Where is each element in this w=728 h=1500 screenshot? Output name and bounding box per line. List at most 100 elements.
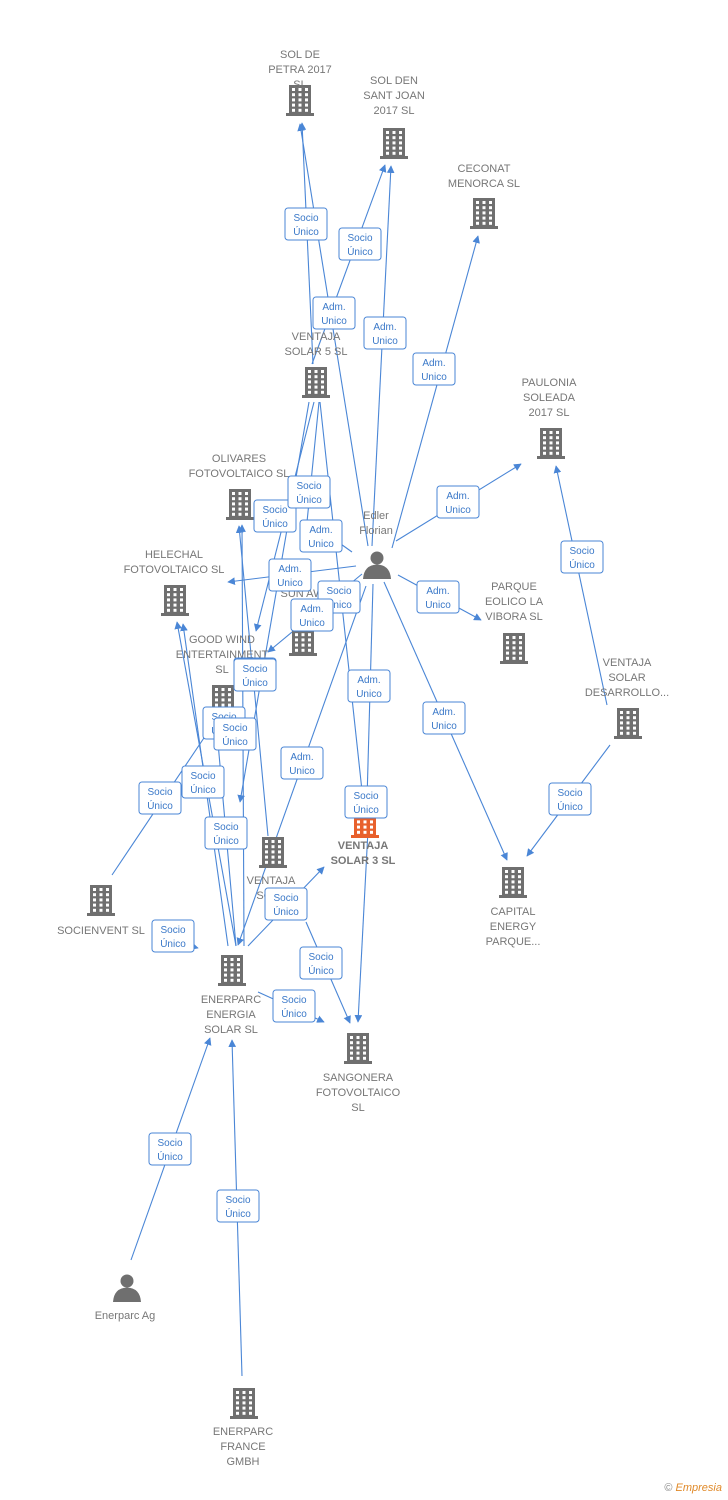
node-label: 2017 SL: [529, 407, 570, 419]
relation-label-box: [412, 352, 456, 386]
relation-label-box: [548, 782, 592, 816]
building-icon: [614, 708, 642, 739]
edge-labels-layer: SocioÚnicoSocioÚnicoAdm.UnicoAdm.UnicoAd…: [138, 207, 604, 1223]
relation-label[interactable]: Adm.Unico: [299, 519, 343, 553]
relation-label[interactable]: Adm.Unico: [412, 352, 456, 386]
relation-edge: [391, 235, 480, 549]
node-socienvent[interactable]: SOCIENVENT SL: [57, 885, 145, 937]
node-label: MENORCA SL: [448, 178, 520, 190]
node-label: PARQUE: [491, 581, 537, 593]
relation-label[interactable]: Adm.Unico: [280, 746, 324, 780]
building-icon: [87, 885, 115, 916]
relation-label-box: [138, 781, 182, 815]
relation-label-line: Adm.: [357, 675, 380, 686]
relation-label-box: [299, 519, 343, 553]
node-label: PETRA 2017: [268, 64, 332, 76]
node-label: FOTOVOLTAICO SL: [124, 564, 225, 576]
building-icon: [218, 955, 246, 986]
relation-label-line: Socio: [190, 771, 215, 782]
relation-label[interactable]: Adm.Unico: [363, 316, 407, 350]
node-label: HELECHAL: [145, 549, 203, 561]
node-label: VIBORA SL: [485, 611, 542, 623]
relation-label[interactable]: Adm.Unico: [416, 580, 460, 614]
node-label: VENTAJA: [338, 840, 389, 852]
building-icon: [537, 428, 565, 459]
relation-label-line: Adm.: [426, 586, 449, 597]
relation-label-line: Socio: [557, 788, 582, 799]
node-label: ENERGIA: [206, 1009, 256, 1021]
relation-label-line: Unico: [308, 539, 334, 550]
node-label: CECONAT: [458, 163, 511, 175]
node-label: SANT JOAN: [363, 90, 425, 102]
node-label: SOLAR 5 SL: [285, 346, 348, 358]
relation-label-line: Único: [347, 245, 373, 258]
footer-brand[interactable]: © Empresia: [664, 1482, 722, 1494]
node-capital[interactable]: CAPITALENERGYPARQUE...: [486, 867, 541, 948]
node-ceconat[interactable]: CECONAT MENORCA SL: [448, 163, 520, 229]
node-label: SOLAR: [608, 672, 645, 684]
building-icon: [302, 367, 330, 398]
relation-label-line: Socio: [353, 791, 378, 802]
relation-label-line: Unico: [277, 578, 303, 589]
node-label: GOOD WIND: [189, 634, 255, 646]
relation-edge: [354, 829, 369, 1023]
relation-label[interactable]: Adm.Unico: [290, 598, 334, 632]
node-label: ENERPARC: [213, 1426, 273, 1438]
node-helechal[interactable]: HELECHAL FOTOVOLTAICO SL: [124, 549, 225, 616]
node-label: SOL DEN: [370, 75, 418, 87]
relation-label[interactable]: Adm.Unico: [312, 296, 356, 330]
node-enerparc-ag[interactable]: Enerparc Ag: [95, 1274, 156, 1323]
relation-label[interactable]: Adm.Unico: [268, 558, 312, 592]
node-label: SOLAR SL: [204, 1024, 258, 1036]
node-label: FRANCE: [220, 1441, 265, 1453]
relation-label[interactable]: Adm.Unico: [436, 485, 480, 519]
relation-label-box: [422, 701, 466, 735]
node-label: SL: [215, 664, 228, 676]
relation-label-line: Unico: [431, 721, 457, 732]
building-icon: [500, 633, 528, 664]
node-ventaja-desarrollo[interactable]: VENTAJASOLARDESARROLLO...: [585, 657, 669, 739]
relation-label[interactable]: Adm. Unico: [422, 701, 466, 735]
relation-label-line: Único: [293, 225, 319, 238]
building-icon: [289, 625, 317, 656]
relation-label-line: Socio: [569, 546, 594, 557]
relation-label[interactable]: Adm.Unico: [347, 669, 391, 703]
relation-label-box: [204, 816, 248, 850]
relation-label-line: Único: [242, 676, 268, 689]
relation-label-box: [272, 989, 316, 1023]
relation-label-line: Unico: [299, 618, 325, 629]
relation-label-line: Adm.: [432, 707, 455, 718]
relation-label-line: Socio: [242, 664, 267, 675]
relation-label-box: [312, 296, 356, 330]
building-icon: [161, 585, 189, 616]
